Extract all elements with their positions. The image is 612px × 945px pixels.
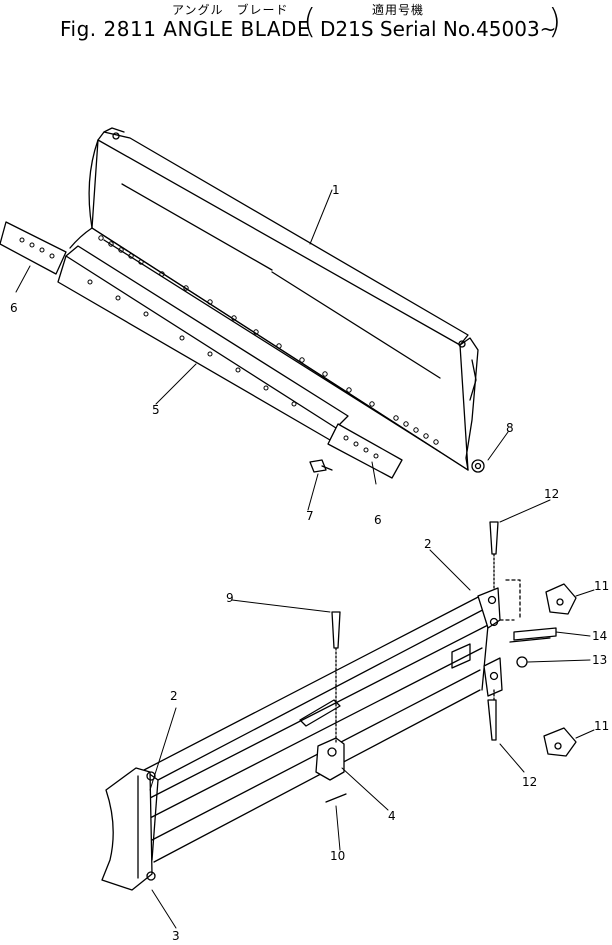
- callout-1: 1: [332, 183, 340, 197]
- callout-5: 5: [152, 403, 160, 417]
- blade-frame: [101, 587, 503, 891]
- upper-pin-bracket: [545, 583, 577, 615]
- figure-title: アングル ブレード 適用号機 Fig. 2811 ANGLE BLADE ( D…: [0, 0, 612, 60]
- hex-nut: [471, 459, 485, 473]
- callout-leaders: [15, 189, 595, 929]
- callout-8: 8: [506, 421, 514, 435]
- title-kana-left: アングル ブレード: [172, 3, 289, 17]
- callout-6-left: 6: [10, 301, 18, 315]
- callout-2-right: 2: [424, 537, 432, 551]
- callout-11-lower: 11: [594, 719, 609, 733]
- title-kana-right: 適用号機: [372, 3, 425, 17]
- callout-9: 9: [226, 591, 234, 605]
- shims: [509, 627, 557, 643]
- callout-11-upper: 11: [594, 579, 609, 593]
- blade-moldboard: [69, 127, 479, 471]
- title-serial: D21S Serial No.45003~: [320, 17, 557, 41]
- washer: [516, 656, 528, 668]
- callout-2-left: 2: [170, 689, 178, 703]
- callout-labels: 1 2 2 3 4 5 6 6 7 8 9 10 11 11 12 12 13 …: [10, 183, 609, 943]
- blade-bolt-holes: [98, 235, 439, 445]
- title-close-paren: ): [548, 2, 562, 42]
- plow-bolt: [309, 459, 333, 473]
- callout-10: 10: [330, 849, 345, 863]
- callout-12-lower: 12: [522, 775, 537, 789]
- callout-12-upper: 12: [544, 487, 559, 501]
- callout-13: 13: [592, 653, 607, 667]
- lower-bolt: [487, 689, 497, 741]
- callout-3: 3: [172, 929, 180, 943]
- title-open-paren: (: [303, 2, 317, 42]
- end-bit-left: [0, 221, 67, 275]
- callout-4: 4: [388, 809, 396, 823]
- callout-7: 7: [306, 509, 314, 523]
- end-bit-right: [327, 423, 403, 479]
- callout-6-right: 6: [374, 513, 382, 527]
- lower-pin-bracket: [543, 727, 577, 757]
- title-figure-label: Fig. 2811 ANGLE BLADE: [60, 17, 311, 41]
- upper-bolt: [489, 521, 499, 591]
- callout-14: 14: [592, 629, 607, 643]
